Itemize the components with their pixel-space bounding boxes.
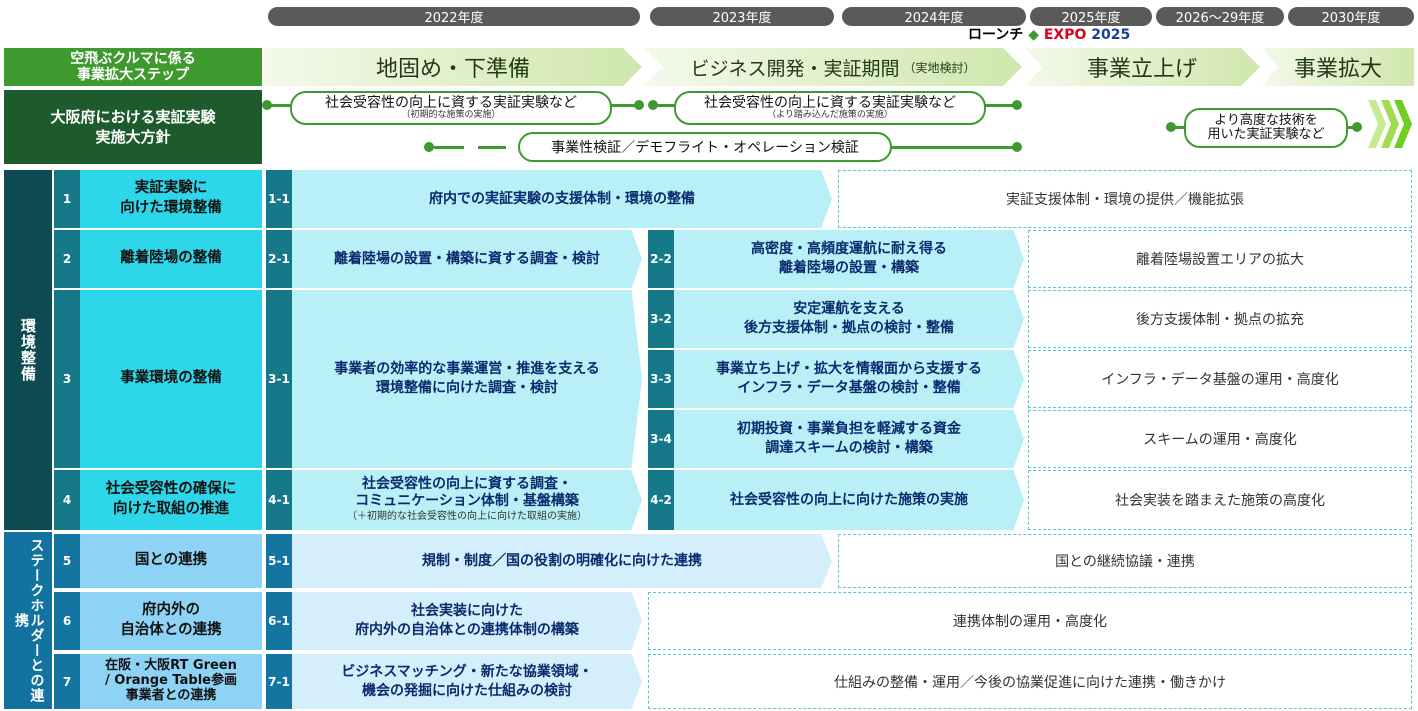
task-code: 7-1	[266, 654, 292, 709]
row-number: 1	[54, 170, 80, 228]
forward-chevrons-icon	[1368, 100, 1414, 148]
task-bar: 安定運航を支える 後方支援体制・拠点の検討・整備	[674, 290, 1024, 348]
phase-launch: 事業立上げ	[1024, 48, 1260, 86]
task-bar-text: 社会受容性の向上に資する調査・ コミュニケーション体制・基盤構築	[355, 476, 579, 510]
section-environment-label: 環境整備	[19, 318, 37, 382]
phase-groundwork: 地固め・下準備	[264, 48, 642, 86]
task-bar: 事業立ち上げ・拡大を情報面から支援する インフラ・データ基盤の検討・整備	[674, 350, 1024, 408]
policy-pill-advanced-tech: より高度な技術を 用いた実証実験など	[1184, 108, 1348, 148]
row-topic: 在阪・大阪RT Green / Orange Table参画 事業者との連携	[80, 654, 262, 709]
task-code: 2-1	[266, 230, 292, 288]
task-code: 4-2	[648, 470, 674, 530]
row-topic: 社会受容性の確保に 向けた取組の推進	[80, 470, 262, 530]
policy-dot	[424, 142, 434, 152]
policy-label: 大阪府における実証実験 実施大方針	[4, 90, 262, 164]
diamond-icon: ◆	[1028, 27, 1039, 43]
row-topic: 国との連携	[80, 534, 262, 588]
policy-line	[653, 104, 675, 107]
policy-dot	[1352, 122, 1362, 132]
task-bar: 高密度・高頻度運航に耐え得る 離着陸場の設置・構築	[674, 230, 1024, 288]
task-bar: 社会実装に向けた 府内外の自治体との連携体制の構築	[292, 592, 642, 650]
launch-label: ローンチ ◆ EXPO 2025	[968, 24, 1130, 44]
policy-line	[890, 146, 1014, 149]
year-2030: 2030年度	[1288, 7, 1414, 26]
steps-header: 空飛ぶクルマに係る 事業拡大ステップ	[4, 48, 262, 86]
phase-business-dev-label: ビジネス開発・実証期間	[690, 57, 900, 80]
policy-pill-initial: 社会受容性の向上に資する実証実験など （初期的な施策の実施）	[290, 91, 612, 125]
future-task: 連携体制の運用・高度化	[648, 592, 1412, 650]
policy-dot	[1012, 100, 1022, 110]
pill-sub-text: （初期的な施策の実施）	[401, 109, 501, 120]
policy-dash	[434, 146, 464, 149]
policy-line	[985, 104, 1015, 107]
policy-dot	[1166, 122, 1176, 132]
phase-business-dev-note: （実地検討）	[903, 60, 976, 75]
future-task: 社会実装を踏まえた施策の高度化	[1028, 470, 1412, 530]
task-code: 3-2	[648, 290, 674, 348]
future-task: 後方支援体制・拠点の拡充	[1028, 290, 1412, 348]
task-bar-note: （＋初期的な社会受容性の向上に向けた取組の実施）	[347, 511, 587, 523]
year-2026-29: 2026〜29年度	[1156, 7, 1284, 26]
phase-business-dev: ビジネス開発・実証期間 （実地検討）	[644, 48, 1022, 86]
policy-line	[1346, 126, 1356, 129]
row-number: 3	[54, 290, 80, 468]
task-bar: 社会受容性の向上に向けた施策の実施	[674, 470, 1024, 530]
launch-text: ローンチ	[968, 27, 1024, 43]
future-task: 離着陸場設置エリアの拡大	[1028, 230, 1412, 288]
row-number: 7	[54, 654, 80, 709]
task-code: 3-1	[266, 290, 292, 468]
task-code: 3-3	[648, 350, 674, 408]
pill-main-text: 社会受容性の向上に資する実証実験など	[704, 94, 956, 111]
row-topic: 事業環境の整備	[80, 290, 262, 468]
row-topic: 府内外の 自治体との連携	[80, 592, 262, 650]
section-stakeholders: ステークホルダーとの連携	[4, 532, 52, 709]
row-number: 5	[54, 534, 80, 588]
policy-dot	[634, 100, 644, 110]
policy-pill-advanced: 社会受容性の向上に資する実証実験など （より踏み込んだ施策の実施）	[674, 91, 986, 125]
task-bar: 離着陸場の設置・構築に資する調査・検討	[292, 230, 642, 288]
future-task: 実証支援体制・環境の提供／機能拡張	[838, 170, 1412, 228]
row-number: 6	[54, 592, 80, 650]
task-bar: 規制・制度／国の役割の明確化に向けた連携	[292, 534, 832, 588]
pill-sub-text: （より踏み込んだ施策の実施）	[767, 109, 893, 120]
policy-dot	[1012, 142, 1022, 152]
task-code: 6-1	[266, 592, 292, 650]
phase-expansion: 事業拡大	[1262, 48, 1414, 86]
task-bar: 府内での実証実験の支援体制・環境の整備	[292, 170, 832, 228]
section-stakeholders-label: ステークホルダーとの連携	[13, 538, 45, 703]
task-code: 1-1	[266, 170, 292, 228]
task-code: 3-4	[648, 410, 674, 468]
task-bar: 事業者の効率的な事業運営・推進を支える 環境整備に向けた調査・検討	[292, 290, 642, 468]
expo-year: 2025	[1091, 27, 1131, 43]
future-task: 国との継続協議・連携	[838, 534, 1412, 588]
pill-main-text: 社会受容性の向上に資する実証実験など	[325, 94, 577, 111]
row-topic: 実証実験に 向けた環境整備	[80, 170, 262, 228]
task-bar: 初期投資・事業負担を軽減する資金 調達スキームの検討・構築	[674, 410, 1024, 468]
row-number: 4	[54, 470, 80, 530]
future-task: スキームの運用・高度化	[1028, 410, 1412, 468]
policy-pill-business-validation: 事業性検証／デモフライト・オペレーション検証	[518, 132, 892, 162]
row-number: 2	[54, 230, 80, 288]
future-task: インフラ・データ基盤の運用・高度化	[1028, 350, 1412, 408]
task-bar: 社会受容性の向上に資する調査・ コミュニケーション体制・基盤構築 （＋初期的な社…	[292, 470, 642, 530]
year-2022: 2022年度	[268, 7, 640, 26]
expo-text: EXPO	[1043, 27, 1087, 43]
task-code: 5-1	[266, 534, 292, 588]
task-bar: ビジネスマッチング・新たな協業領域・ 機会の発掘に向けた仕組みの検討	[292, 654, 642, 709]
year-2025: 2025年度	[1030, 7, 1152, 26]
year-2023: 2023年度	[650, 7, 834, 26]
policy-line	[610, 104, 640, 107]
policy-line	[1175, 126, 1187, 129]
task-code: 4-1	[266, 470, 292, 530]
policy-line	[267, 104, 291, 107]
year-2024: 2024年度	[842, 7, 1026, 26]
future-task: 仕組みの整備・運用／今後の協業促進に向けた連携・働きかけ	[648, 654, 1412, 709]
row-topic: 離着陸場の整備	[80, 230, 262, 288]
policy-dash	[478, 146, 506, 149]
section-environment: 環境整備	[4, 170, 52, 530]
task-code: 2-2	[648, 230, 674, 288]
